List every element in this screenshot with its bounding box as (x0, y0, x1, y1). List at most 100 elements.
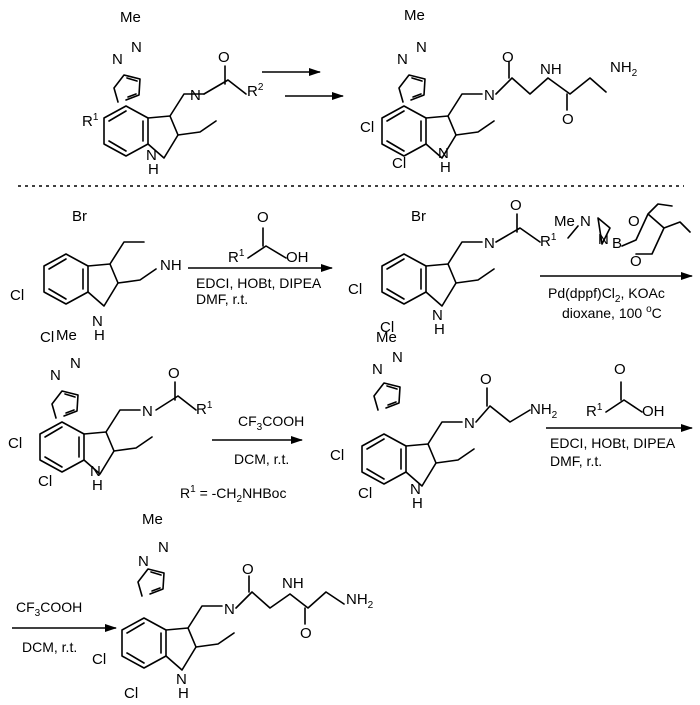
svg-text:O: O (168, 365, 180, 382)
svg-text:N: N (190, 87, 201, 104)
svg-text:O: O (630, 253, 642, 270)
svg-text:N: N (416, 39, 427, 56)
svg-text:Me: Me (554, 213, 575, 230)
svg-text:N: N (438, 145, 449, 162)
svg-text:N: N (70, 355, 81, 372)
svg-text:OH: OH (286, 249, 309, 266)
svg-text:N: N (397, 51, 408, 68)
svg-text:O: O (480, 371, 492, 388)
svg-text:Me: Me (56, 327, 77, 344)
svg-text:N: N (464, 415, 475, 432)
svg-text:Me: Me (376, 329, 397, 346)
svg-text:H: H (178, 685, 189, 702)
boronate-reagent: Me N N B O O (554, 203, 691, 270)
svg-text:O: O (502, 49, 514, 66)
svg-text:O: O (562, 111, 574, 128)
svg-text:EDCI, HOBt, DIPEA: EDCI, HOBt, DIPEA (196, 275, 322, 291)
svg-text:N: N (92, 313, 103, 330)
svg-text:N: N (90, 463, 101, 480)
svg-text:B: B (612, 235, 622, 252)
svg-text:H: H (148, 161, 159, 178)
svg-text:Cl: Cl (40, 329, 54, 346)
svg-text:N: N (138, 553, 149, 570)
svg-text:O: O (257, 209, 269, 226)
intermediate-2: Me N N N O R1 Cl Cl N H (8, 327, 213, 494)
svg-text:N: N (484, 87, 495, 104)
svg-text:N: N (112, 51, 123, 68)
reagent-acid-2: O R1 OH (586, 361, 665, 420)
svg-text:N: N (131, 39, 142, 56)
svg-text:CF3COOH: CF3COOH (238, 413, 304, 433)
top-reactant: Me N N N N H O R2 R1 (82, 9, 264, 178)
svg-text:DMF, r.t.: DMF, r.t. (550, 453, 602, 469)
svg-text:R1: R1 (586, 402, 603, 420)
svg-text:N: N (392, 349, 403, 366)
svg-text:N: N (50, 367, 61, 384)
svg-text:R1: R1 (228, 248, 245, 266)
svg-text:Cl: Cl (124, 685, 138, 702)
reagent-acid-1: O R1 OH (228, 209, 309, 266)
svg-text:N: N (372, 361, 383, 378)
svg-text:NH2: NH2 (346, 591, 374, 611)
svg-text:Cl: Cl (348, 281, 362, 298)
svg-text:NH: NH (540, 61, 562, 78)
svg-text:O: O (628, 213, 640, 230)
svg-text:Me: Me (120, 9, 141, 26)
svg-text:O: O (510, 197, 522, 214)
svg-text:Cl: Cl (330, 447, 344, 464)
svg-text:Me: Me (142, 511, 163, 528)
svg-text:N: N (580, 213, 591, 230)
svg-text:O: O (218, 49, 230, 66)
svg-text:NH2: NH2 (610, 59, 638, 79)
svg-text:Cl: Cl (38, 473, 52, 490)
svg-text:H: H (92, 477, 103, 494)
svg-text:N: N (146, 147, 157, 164)
svg-text:O: O (242, 561, 254, 578)
svg-text:Me: Me (404, 7, 425, 24)
svg-text:N: N (484, 235, 495, 252)
svg-text:NH: NH (160, 257, 182, 274)
svg-text:Cl: Cl (392, 155, 406, 172)
svg-text:EDCI, HOBt, DIPEA: EDCI, HOBt, DIPEA (550, 435, 676, 451)
svg-text:O: O (300, 625, 312, 642)
starting-material: Br NH Cl Cl N H (10, 208, 182, 346)
svg-text:DCM, r.t.: DCM, r.t. (22, 639, 77, 655)
svg-text:OH: OH (642, 403, 665, 420)
svg-text:R1 = -CH2NHBoc: R1 = -CH2NHBoc (180, 484, 286, 505)
svg-text:N: N (432, 307, 443, 324)
svg-text:Br: Br (72, 208, 87, 225)
svg-text:H: H (434, 321, 445, 338)
svg-text:DCM, r.t.: DCM, r.t. (234, 451, 289, 467)
svg-text:NH2: NH2 (530, 401, 558, 421)
svg-text:R2: R2 (247, 82, 264, 100)
svg-text:H: H (94, 327, 105, 344)
svg-text:O: O (614, 361, 626, 378)
svg-text:N: N (410, 481, 421, 498)
final-product: Me N N N O NH O NH2 Cl Cl N H (92, 511, 374, 702)
top-product: Me N N N O NH O NH2 Cl Cl N H (360, 7, 638, 176)
svg-text:CF3COOH: CF3COOH (16, 599, 82, 619)
svg-text:N: N (224, 601, 235, 618)
intermediate-3: Me N N N O NH2 Cl Cl N H (330, 329, 558, 512)
svg-text:DMF, r.t.: DMF, r.t. (196, 291, 248, 307)
svg-text:N: N (598, 231, 609, 248)
svg-text:R1: R1 (196, 400, 213, 418)
svg-text:Cl: Cl (92, 651, 106, 668)
svg-text:Pd(dppf)Cl2, KOAc: Pd(dppf)Cl2, KOAc (548, 285, 665, 305)
svg-text:Cl: Cl (380, 319, 394, 336)
svg-text:R1: R1 (82, 112, 99, 130)
svg-text:dioxane, 100 oC: dioxane, 100 oC (562, 304, 662, 321)
svg-text:Cl: Cl (360, 119, 374, 136)
svg-text:Cl: Cl (358, 485, 372, 502)
svg-text:Cl: Cl (8, 435, 22, 452)
svg-text:N: N (142, 403, 153, 420)
svg-text:Br: Br (411, 208, 426, 225)
svg-text:H: H (440, 159, 451, 176)
svg-text:N: N (176, 671, 187, 688)
svg-text:Cl: Cl (10, 287, 24, 304)
svg-text:H: H (412, 495, 423, 512)
me-label: Me (120, 9, 141, 26)
intermediate-1: Br N O R1 Cl Cl N H (348, 197, 557, 338)
svg-text:R1: R1 (540, 232, 557, 250)
